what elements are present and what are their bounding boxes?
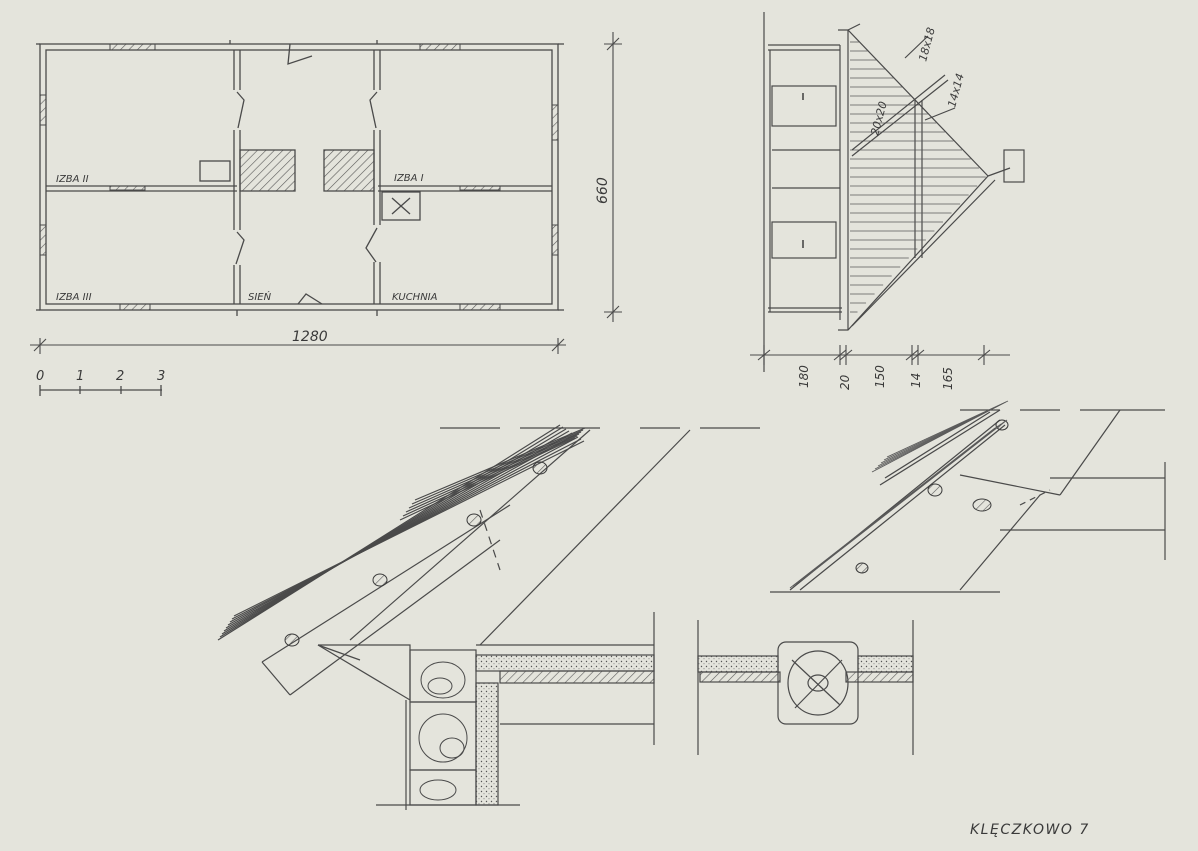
interior-walls (46, 40, 552, 316)
plan-depth-dimension (604, 32, 622, 322)
drawing-stroke (801, 419, 1008, 581)
eaves-detail (217, 424, 760, 810)
drawing-stroke (221, 428, 567, 635)
room-label-sien: SIEŃ (248, 290, 272, 303)
peg-details (284, 461, 548, 647)
elev-dim-165: 165 (941, 367, 955, 390)
room-label-izba-1: IZBA I (394, 173, 424, 184)
gable-boarding (850, 41, 986, 313)
windows (39, 43, 559, 311)
scale-bar (39, 385, 162, 396)
log-end-rings (418, 661, 468, 801)
sheet-caption: KLĘCZKOWO 7 (970, 822, 1090, 838)
ridge-pegs (855, 419, 1009, 574)
drawing-stroke (411, 429, 584, 505)
scale-tick-3: 3 (157, 369, 165, 384)
drawing-stroke (402, 435, 578, 517)
stoves (199, 149, 421, 221)
drawing-stroke (229, 436, 579, 623)
doors (235, 43, 378, 305)
timber-label-18x18: 18x18 (916, 26, 937, 63)
plan-depth-label: 660 (595, 177, 611, 204)
drawing-stroke (225, 432, 573, 629)
drawing-stroke (227, 434, 576, 626)
room-label-izba-2: IZBA II (56, 174, 89, 185)
elevation-dimension-chain (750, 345, 1010, 365)
drawing-stroke (405, 433, 580, 513)
scale-tick-1: 1 (76, 369, 84, 384)
drawing-stroke (886, 400, 1009, 458)
floor-plan (36, 40, 564, 316)
elev-dim-14: 14 (909, 373, 923, 388)
room-label-kuchnia: KUCHNIA (392, 292, 438, 303)
scale-tick-0: 0 (36, 369, 44, 384)
drawing-stroke (233, 440, 585, 617)
drawing-stroke (223, 430, 570, 632)
scale-tick-2: 2 (116, 369, 124, 384)
room-label-izba-3: IZBA III (56, 292, 92, 303)
beam-joint-detail (697, 620, 914, 755)
elev-dim-20: 20 (838, 374, 852, 390)
drawing-stroke (399, 437, 576, 521)
timber-label-14x14: 14x14 (945, 72, 966, 109)
drawing-stroke (217, 424, 561, 641)
plan-width-label: 1280 (292, 329, 328, 345)
timber-label-20x20: 20x20 (868, 100, 889, 137)
ridge-detail (770, 409, 1166, 593)
outer-walls (36, 43, 564, 311)
drawing-stroke (408, 431, 582, 509)
plan-width-dimension (30, 338, 566, 354)
gable-elevation (763, 12, 1025, 372)
drawing-stroke (414, 427, 586, 501)
elev-dim-150: 150 (873, 365, 887, 388)
room-labels: IZBA II IZBA I IZBA III SIEŃ KUCHNIA (56, 173, 438, 303)
drawing-stroke (231, 438, 582, 620)
ridge-thatch-lines (789, 400, 1009, 589)
elev-dim-180: 180 (797, 365, 811, 388)
rafter-braces (851, 35, 956, 157)
